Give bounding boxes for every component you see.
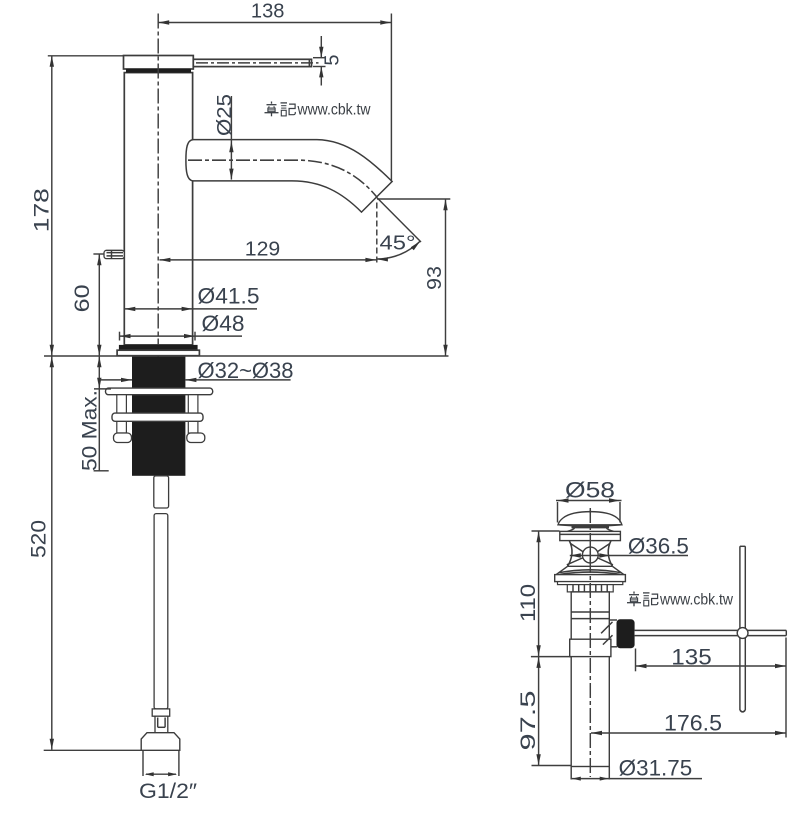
svg-text:www.cbk.tw: www.cbk.tw (659, 592, 733, 609)
svg-text:135: 135 (671, 645, 712, 670)
svg-text:110: 110 (517, 584, 540, 622)
svg-text:www.cbk.tw: www.cbk.tw (297, 102, 371, 119)
svg-text:50 Max.: 50 Max. (79, 390, 102, 471)
svg-text:Ø32~Ø38: Ø32~Ø38 (198, 358, 294, 383)
svg-text:176.5: 176.5 (664, 711, 722, 736)
svg-text:178: 178 (31, 188, 54, 232)
svg-text:60: 60 (71, 284, 94, 312)
svg-text:Ø48: Ø48 (202, 311, 245, 336)
svg-text:138: 138 (251, 1, 285, 23)
svg-text:45°: 45° (380, 233, 416, 255)
svg-text:5: 5 (322, 54, 344, 65)
svg-text:Ø36.5: Ø36.5 (628, 534, 689, 559)
svg-text:Ø58: Ø58 (565, 478, 615, 503)
svg-text:129: 129 (245, 239, 281, 261)
svg-text:520: 520 (28, 520, 51, 558)
svg-text:93: 93 (424, 266, 446, 290)
svg-text:Ø31.75: Ø31.75 (619, 756, 693, 781)
svg-text:Ø41.5: Ø41.5 (198, 284, 260, 309)
svg-text:Ø25: Ø25 (214, 94, 236, 136)
svg-text:97.5: 97.5 (517, 691, 540, 751)
svg-text:G1/2″: G1/2″ (139, 780, 198, 803)
